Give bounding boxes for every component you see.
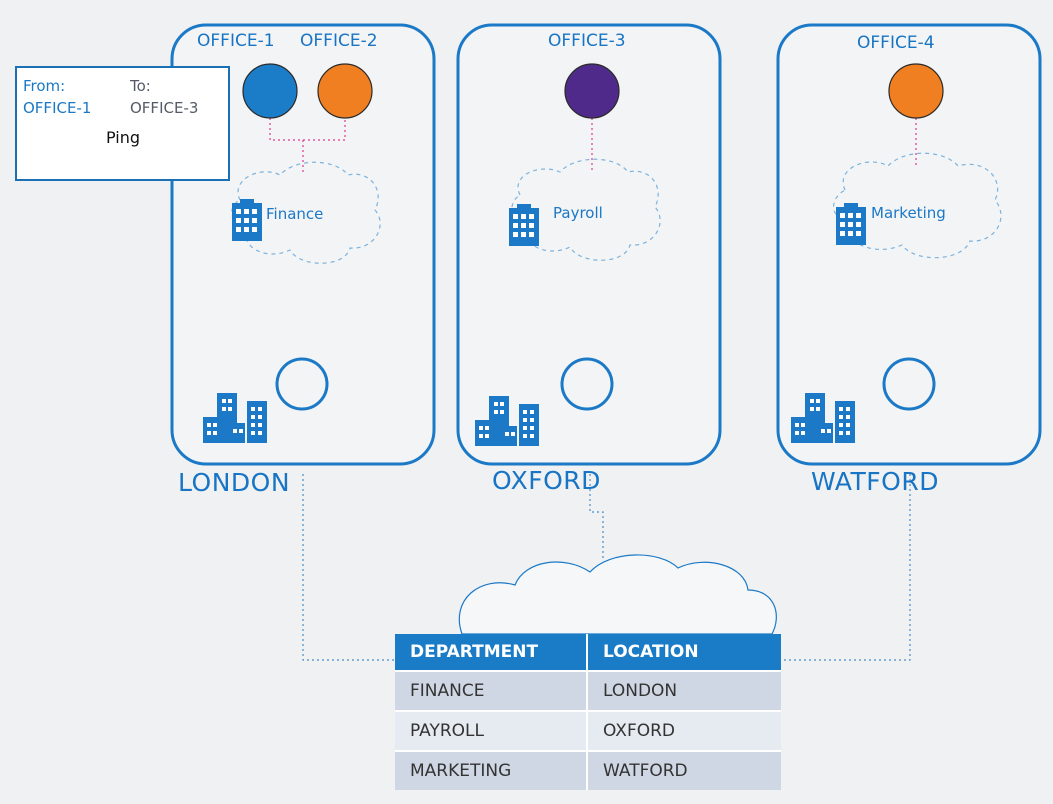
watford-gateway-circle	[882, 357, 936, 411]
office-3-node	[564, 63, 620, 119]
site-panels	[170, 23, 1042, 466]
central-network-cloud	[458, 554, 777, 635]
office-2-label: OFFICE-2	[300, 31, 378, 51]
oxford-network-link	[589, 474, 604, 560]
watford-network-link	[781, 474, 911, 661]
department-cell: PAYROLL	[395, 710, 588, 750]
table-row: MARKETING WATFORD	[395, 750, 781, 790]
marketing-label: Marketing	[871, 204, 946, 222]
office-1-label: OFFICE-1	[197, 31, 275, 51]
office-links	[269, 118, 917, 175]
location-cell: OXFORD	[588, 710, 781, 750]
department-cell: FINANCE	[395, 670, 588, 710]
location-column-header: LOCATION	[588, 634, 781, 670]
to-key: To:	[130, 77, 151, 95]
department-cell: MARKETING	[395, 750, 588, 790]
from-key: From:	[23, 77, 66, 95]
location-cell: LONDON	[588, 670, 781, 710]
office-4-label: OFFICE-4	[857, 33, 935, 53]
network-links	[302, 474, 911, 661]
finance-building-icon	[232, 199, 262, 241]
office-2-node	[317, 63, 373, 119]
office-1-node	[242, 63, 298, 119]
location-cell: WATFORD	[588, 750, 781, 790]
oxford-label: OXFORD	[492, 466, 601, 495]
payroll-label: Payroll	[553, 204, 603, 222]
watford-site-panel	[776, 23, 1042, 466]
office-nodes	[242, 63, 944, 119]
department-location-table: DEPARTMENT LOCATION FINANCE LONDON PAYRO…	[395, 634, 781, 790]
office-4-node	[888, 63, 944, 119]
payroll-building-icon	[509, 204, 539, 246]
finance-label: Finance	[266, 205, 324, 223]
oxford-site-panel	[456, 23, 722, 466]
department-column-header: DEPARTMENT	[395, 634, 588, 670]
ping-request-card: From: OFFICE-1 To: OFFICE-3 Ping	[15, 66, 230, 181]
to-value: OFFICE-3	[130, 99, 199, 117]
site-gateway-circles	[275, 357, 936, 411]
table-row: FINANCE LONDON	[395, 670, 781, 710]
ping-action-label: Ping	[106, 128, 141, 147]
london-label: LONDON	[178, 468, 291, 497]
oxford-gateway-circle	[560, 357, 614, 411]
from-value: OFFICE-1	[23, 99, 92, 117]
london-gateway-circle	[275, 357, 329, 411]
marketing-building-icon	[836, 203, 866, 245]
table-row: PAYROLL OXFORD	[395, 710, 781, 750]
table-header-row: DEPARTMENT LOCATION	[395, 634, 781, 670]
office-3-label: OFFICE-3	[548, 31, 626, 51]
office-1-link	[269, 118, 346, 141]
watford-label: WATFORD	[811, 467, 939, 496]
london-network-link	[302, 474, 396, 661]
london-site-panel	[170, 23, 436, 466]
